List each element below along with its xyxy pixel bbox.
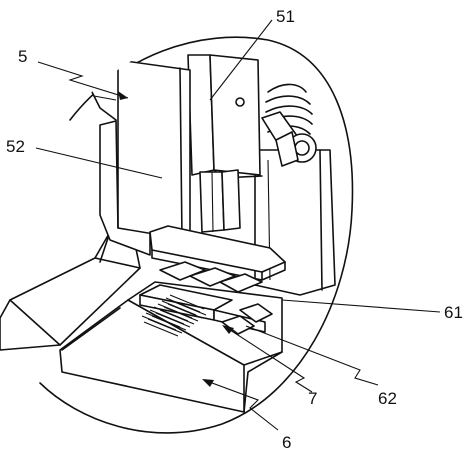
fixing-hole (235, 97, 245, 107)
leader-5-arrow (118, 91, 128, 100)
pin-comb (141, 294, 207, 337)
label-51: 51 (276, 7, 295, 26)
leader-7 (223, 325, 313, 393)
leader-62 (245, 325, 379, 386)
leader-5 (37, 61, 129, 99)
label-6: 6 (282, 433, 291, 452)
leader-61 (281, 299, 441, 313)
label-5: 5 (18, 47, 27, 66)
housing-wall (254, 149, 336, 296)
leader-7-arrow (222, 325, 234, 334)
leader-51 (209, 19, 273, 101)
label-7: 7 (308, 389, 317, 408)
leader-6-arrow (202, 379, 214, 387)
spring-icon (261, 83, 317, 167)
magnification-circle (39, 36, 354, 434)
label-52: 52 (6, 137, 25, 156)
leader-52 (35, 147, 163, 179)
label-62: 62 (378, 389, 397, 408)
slide-body (209, 54, 261, 176)
label-61: 61 (444, 303, 463, 322)
leader-6 (203, 379, 279, 431)
